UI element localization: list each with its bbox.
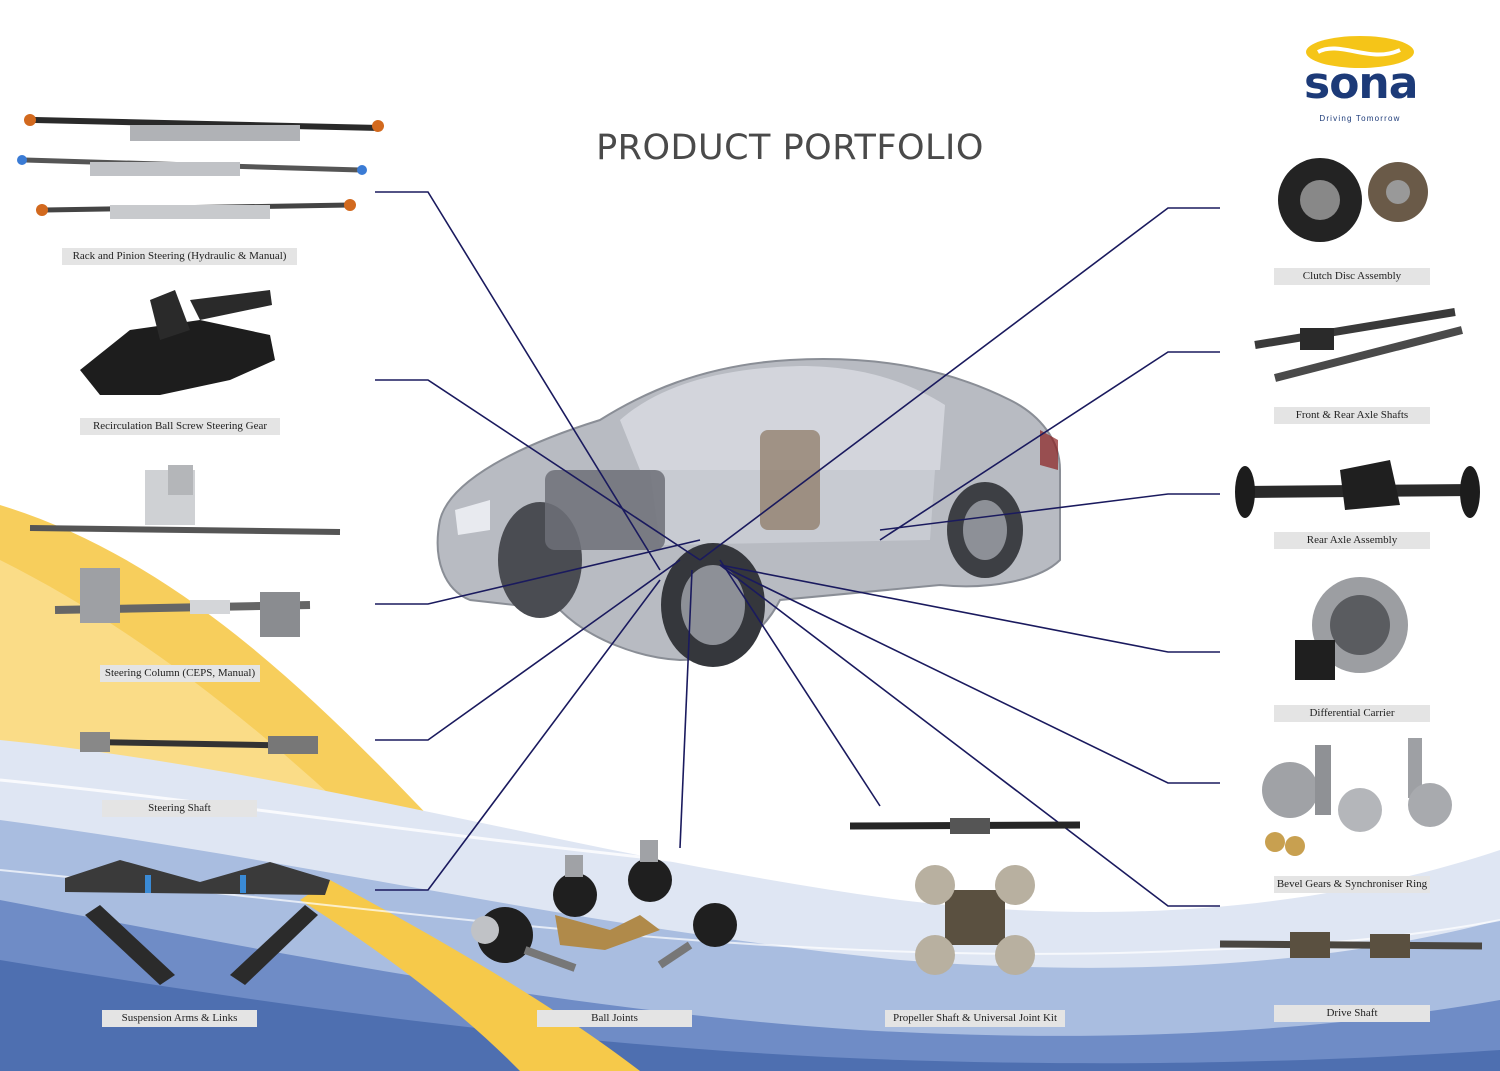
steering-shaft-image — [80, 732, 318, 754]
drive-shaft-image — [1219, 932, 1483, 958]
clutch-disc-image — [1278, 158, 1428, 242]
label-clutch-disc: Clutch Disc Assembly — [1274, 268, 1430, 285]
label-ball-joints: Ball Joints — [537, 1010, 692, 1027]
label-suspension-arms: Suspension Arms & Links — [102, 1010, 257, 1027]
steering-gear-image — [80, 290, 275, 395]
ball-joints-image — [471, 840, 737, 972]
label-steering-column: Steering Column (CEPS, Manual) — [100, 665, 260, 682]
label-steering-shaft: Steering Shaft — [102, 800, 257, 817]
propeller-shaft-image — [849, 818, 1081, 975]
label-recirc-ball: Recirculation Ball Screw Steering Gear — [80, 418, 280, 435]
label-rack-pinion: Rack and Pinion Steering (Hydraulic & Ma… — [62, 248, 297, 265]
page-title: PRODUCT PORTFOLIO — [596, 128, 984, 168]
bevel-gears-image — [1262, 738, 1452, 856]
suspension-arms-image — [65, 860, 330, 985]
label-bevel-gears: Bevel Gears & Synchroniser Ring — [1274, 876, 1430, 893]
rack-pinion-image — [17, 114, 384, 219]
label-rear-axle: Rear Axle Assembly — [1274, 532, 1430, 549]
rear-axle-image — [1235, 460, 1480, 518]
label-axle-shafts: Front & Rear Axle Shafts — [1274, 407, 1430, 424]
axle-shafts-image — [1254, 308, 1463, 382]
label-propeller-shaft: Propeller Shaft & Universal Joint Kit — [885, 1010, 1065, 1027]
label-differential: Differential Carrier — [1274, 705, 1430, 722]
differential-image — [1295, 577, 1408, 680]
sona-logo-swoosh — [1306, 36, 1414, 68]
label-drive-shaft: Drive Shaft — [1274, 1005, 1430, 1022]
brand-name: sona — [1304, 58, 1418, 109]
brand-tagline: Driving Tomorrow — [1319, 114, 1401, 123]
steering-column-image — [29, 465, 341, 637]
